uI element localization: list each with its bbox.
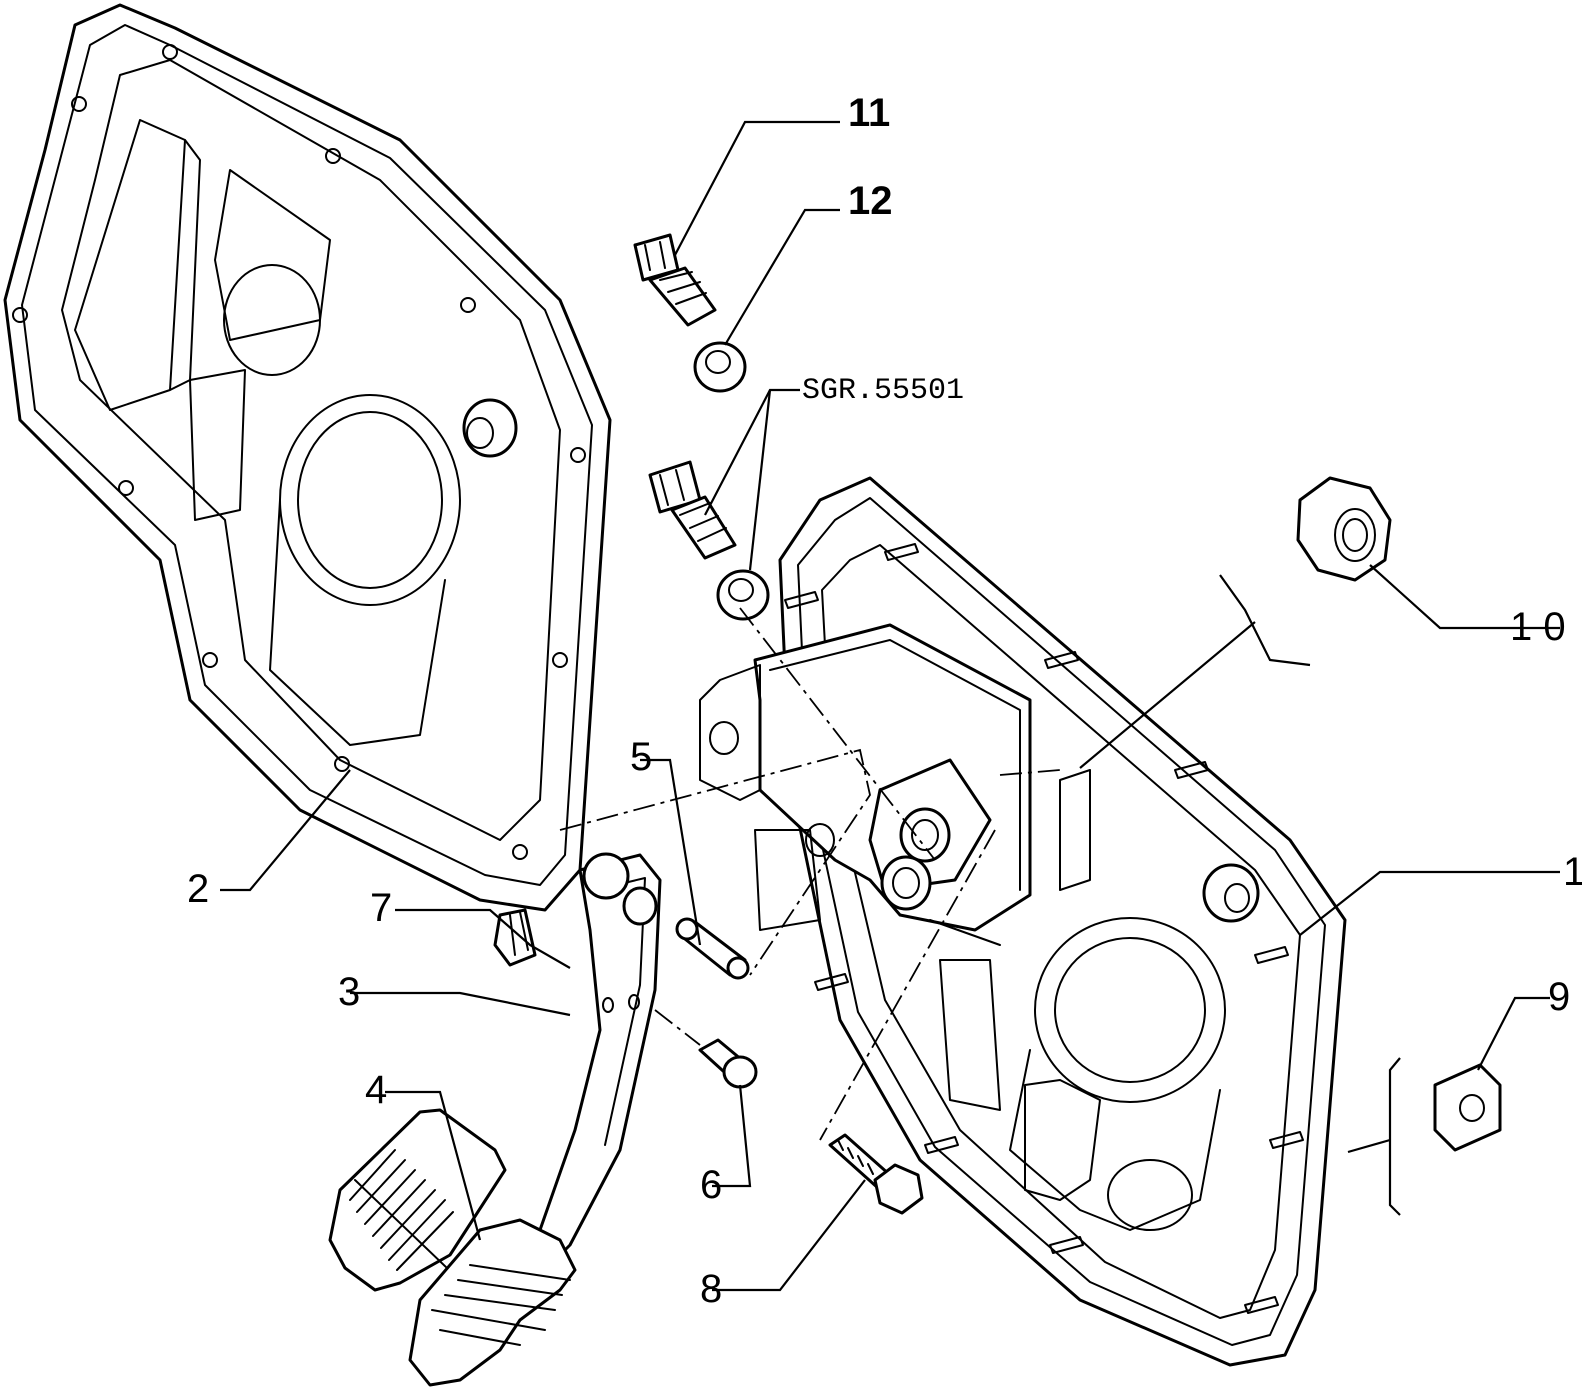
pin-part-5 (675, 917, 750, 980)
reference-code-label: SGR.55501 (802, 374, 964, 408)
bolt-part-8 (828, 1133, 924, 1215)
callout-11: 11 (848, 91, 890, 135)
callout-3: 3 (338, 970, 360, 1014)
callout-9: 9 (1548, 975, 1570, 1019)
pivot-bracket (699, 623, 1091, 946)
hex-nut-part-10 (1296, 476, 1392, 582)
washer-part-12 (693, 341, 747, 393)
mounting-plate-part-2 (3, 3, 612, 912)
callout-2: 2 (187, 867, 209, 911)
housing-plate-part-1 (778, 476, 1347, 1367)
callout-10: 1 0 (1510, 605, 1566, 649)
callout-5: 5 (630, 735, 652, 779)
callout-4: 4 (365, 1068, 387, 1112)
callout-7: 7 (370, 886, 392, 930)
assembly-lines (559, 607, 1061, 1141)
callout-1: 1 (1563, 850, 1582, 894)
switch-sgr-assembly (648, 460, 770, 621)
callout-12: 12 (848, 179, 893, 223)
pedal-pad-part-4 (328, 1108, 577, 1387)
square-nut-part-9 (1433, 1063, 1502, 1152)
callout-8: 8 (700, 1267, 722, 1311)
bushing-part-6 (698, 1038, 758, 1089)
pedal-arm-part-3 (538, 852, 662, 1262)
leader-lines (220, 120, 1560, 1292)
switch-part-11 (633, 233, 717, 327)
callout-labels: 1 2 3 4 5 6 7 8 9 1 0 11 12 SGR.55501 (187, 91, 1582, 1311)
callout-6: 6 (700, 1163, 722, 1207)
